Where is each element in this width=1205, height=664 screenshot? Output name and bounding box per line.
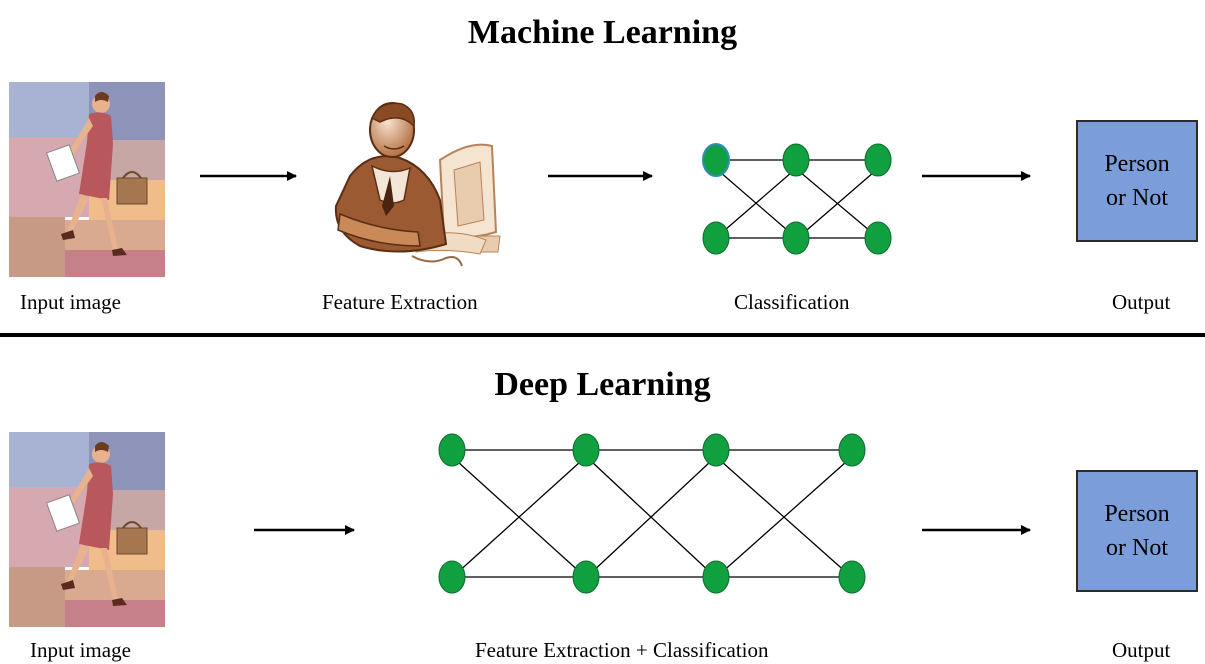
machine-learning-title: Machine Learning [467, 14, 738, 51]
dl-caption-output: Output [1112, 638, 1171, 662]
ml-input-image [8, 81, 166, 278]
dl-output-line1: Person [1104, 501, 1170, 527]
ml-caption-output: Output [1112, 290, 1171, 314]
dl-caption-combined: Feature Extraction + Classification [475, 638, 769, 662]
ml-output-line2: or Not [1106, 185, 1168, 211]
ml-caption-classification: Classification [734, 290, 850, 314]
dl-input-image [8, 431, 166, 628]
ml-output-line1: Person [1104, 151, 1170, 177]
ml-caption-feature-extraction: Feature Extraction [322, 290, 478, 314]
ml-caption-input: Input image [20, 290, 121, 314]
classification-network-icon [702, 143, 892, 255]
dl-caption-input: Input image [30, 638, 131, 662]
section-divider [0, 333, 1205, 337]
ml-output-box: Person or Not [1076, 120, 1198, 242]
dl-output-line2: or Not [1106, 535, 1168, 561]
man-at-computer-image [334, 102, 501, 267]
dl-output-box: Person or Not [1076, 470, 1198, 592]
deep-learning-title: Deep Learning [494, 366, 711, 403]
deep-network-icon [438, 433, 866, 594]
